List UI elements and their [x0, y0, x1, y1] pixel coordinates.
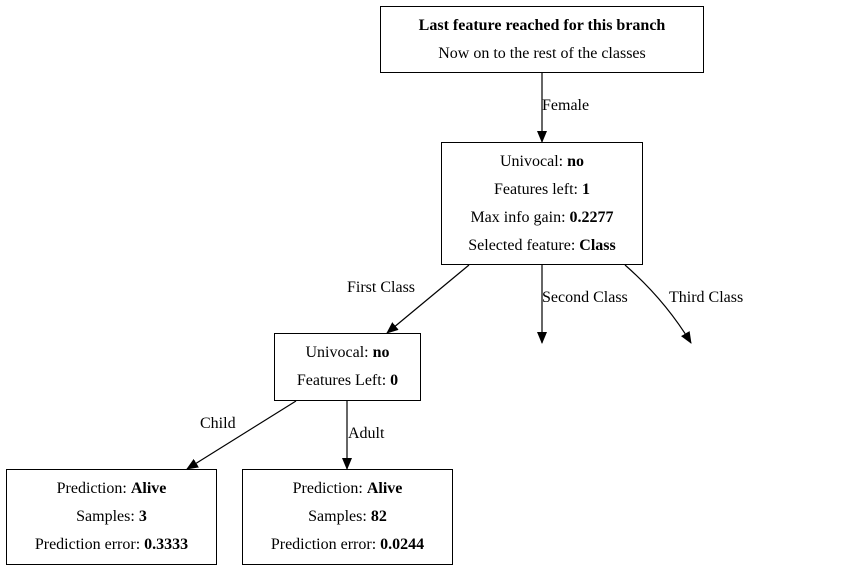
edge-label-third-class: Third Class — [669, 289, 744, 306]
edge-label-first-class: First Class — [347, 279, 416, 296]
root-subtitle: Now on to the rest of the classes — [438, 44, 646, 62]
female-split-node: Univocal: no Features left: 1 Max info g… — [441, 142, 643, 265]
features-left-line: Features Left: 0 — [296, 372, 399, 389]
univocal-line: Univocal: no — [305, 344, 390, 361]
edge-first-class — [386, 264, 470, 334]
edge-third-class — [624, 264, 692, 344]
prediction-line: Prediction: Alive — [56, 480, 167, 497]
edge-label-adult: Adult — [348, 425, 385, 442]
edge-label-child: Child — [200, 415, 236, 432]
samples-line: Samples: 82 — [308, 508, 387, 525]
prediction-error-line: Prediction error: 0.3333 — [34, 536, 189, 553]
root-node: Last feature reached for this branch Now… — [380, 6, 704, 73]
features-left-line: Features left: 1 — [494, 180, 590, 198]
max-info-gain-line: Max info gain: 0.2277 — [470, 208, 614, 226]
child-leaf-node: Prediction: Alive Samples: 3 Prediction … — [6, 469, 217, 565]
selected-feature-line: Selected feature: Class — [468, 236, 616, 254]
samples-line: Samples: 3 — [76, 508, 147, 525]
root-title: Last feature reached for this branch — [418, 16, 666, 34]
prediction-line: Prediction: Alive — [292, 480, 403, 497]
univocal-line: Univocal: no — [500, 152, 584, 170]
edge-label-second-class: Second Class — [542, 289, 628, 306]
adult-leaf-node: Prediction: Alive Samples: 82 Prediction… — [242, 469, 453, 565]
edge-child — [186, 400, 297, 470]
first-class-split-node: Univocal: no Features Left: 0 — [274, 333, 421, 401]
edge-label-female: Female — [542, 97, 590, 114]
prediction-error-line: Prediction error: 0.0244 — [270, 536, 425, 553]
